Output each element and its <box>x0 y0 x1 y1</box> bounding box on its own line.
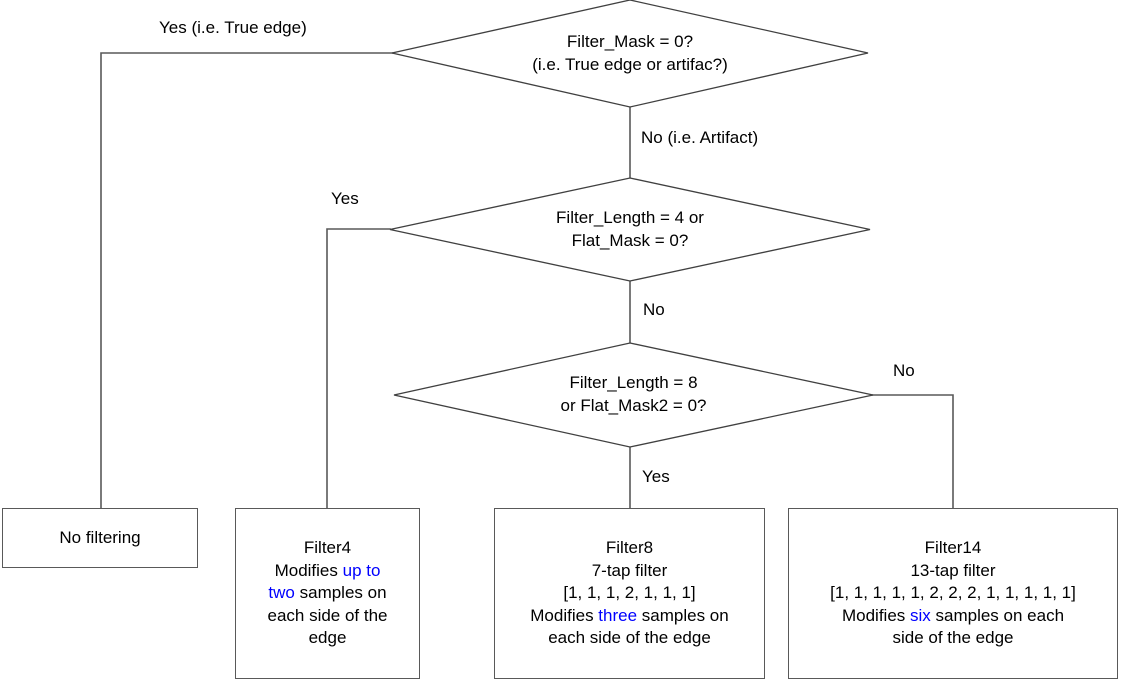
terminal-filter4-line-3: two samples on <box>268 582 386 605</box>
edge-label-yes-true-edge: Yes (i.e. True edge) <box>159 18 307 37</box>
terminal-filter8-line-1: Filter8 <box>606 537 653 560</box>
terminal-filter8-line-2: 7-tap filter <box>592 560 668 583</box>
plain-text: samples on each <box>930 605 1065 625</box>
edge-label-no-to-third: No <box>643 300 665 319</box>
terminal-filter14-line-1: Filter14 <box>925 537 982 560</box>
highlight-text: three <box>598 605 638 625</box>
terminal-filter8-line-4: Modifies three samples on <box>530 605 728 628</box>
edge-label-no-artifact: No (i.e. Artifact) <box>641 128 759 147</box>
highlight-text: six <box>910 605 931 625</box>
decision-filter-length-4[interactable]: Filter_Length = 4 or Flat_Mask = 0? <box>389 177 871 282</box>
terminal-filter4-line-5: edge <box>309 627 347 650</box>
plain-text: Filter14 <box>924 537 982 557</box>
plain-text: Modifies <box>841 605 910 625</box>
terminal-filter8-line-5: each side of the edge <box>548 627 711 650</box>
plain-text: 13-tap filter <box>910 560 996 580</box>
terminal-filter8-line-3: [1, 1, 1, 2, 1, 1, 1] <box>563 582 695 605</box>
plain-text: side of the edge <box>892 628 1014 648</box>
plain-text: Modifies <box>530 605 599 625</box>
wire-yes-filter4 <box>326 228 391 509</box>
plain-text: [1, 1, 1, 1, 1, 2, 2, 2, 1, 1, 1, 1, 1] <box>830 583 1076 603</box>
terminal-filter14[interactable]: Filter14 13-tap filter [1, 1, 1, 1, 1, 2, … <box>788 508 1118 679</box>
plain-text: each side of the <box>267 605 388 625</box>
plain-text: Filter8 <box>605 537 654 557</box>
wire-no-filter14 <box>872 394 954 509</box>
terminal-filter14-line-3: [1, 1, 1, 1, 1, 2, 2, 2, 1, 1, 1, 1, 1] <box>830 582 1076 605</box>
terminal-filter4-line-4: each side of the <box>267 605 387 628</box>
edge-label-yes-filter4: Yes <box>331 189 359 208</box>
edge-label-no-filter14: No <box>893 361 915 380</box>
plain-text: samples on <box>294 583 387 603</box>
terminal-no-filtering-line-1: No filtering <box>59 527 140 550</box>
plain-text: No filtering <box>59 527 141 547</box>
decision-filter-mask[interactable]: Filter_Mask = 0? (i.e. True edge or arti… <box>391 0 869 108</box>
plain-text: Modifies <box>274 560 343 580</box>
terminal-filter14-line-5: side of the edge <box>893 627 1014 650</box>
decision-filter-length-8[interactable]: Filter_Length = 8 or Flat_Mask2 = 0? <box>393 342 874 448</box>
plain-text: each side of the edge <box>548 628 711 648</box>
terminal-filter14-line-2: 13-tap filter <box>910 560 995 583</box>
plain-text: [1, 1, 1, 2, 1, 1, 1] <box>563 583 696 603</box>
terminal-filter8[interactable]: Filter8 7-tap filter [1, 1, 1, 2, 1, 1, 1]… <box>494 508 765 679</box>
plain-text: Filter4 <box>303 537 352 557</box>
edge-label-yes-filter8: Yes <box>642 467 670 486</box>
plain-text: edge <box>308 628 347 648</box>
plain-text: 7-tap filter <box>591 560 668 580</box>
terminal-no-filtering[interactable]: No filtering <box>2 508 198 568</box>
terminal-filter4-line-2: Modifies up to <box>275 560 381 583</box>
highlight-text: up to <box>342 560 381 580</box>
highlight-text: two <box>268 583 295 603</box>
wire-yes-true-edge <box>100 52 393 509</box>
plain-text: samples on <box>637 605 729 625</box>
terminal-filter14-line-4: Modifies six samples on each <box>842 605 1064 628</box>
terminal-filter4-line-1: Filter4 <box>304 537 351 560</box>
